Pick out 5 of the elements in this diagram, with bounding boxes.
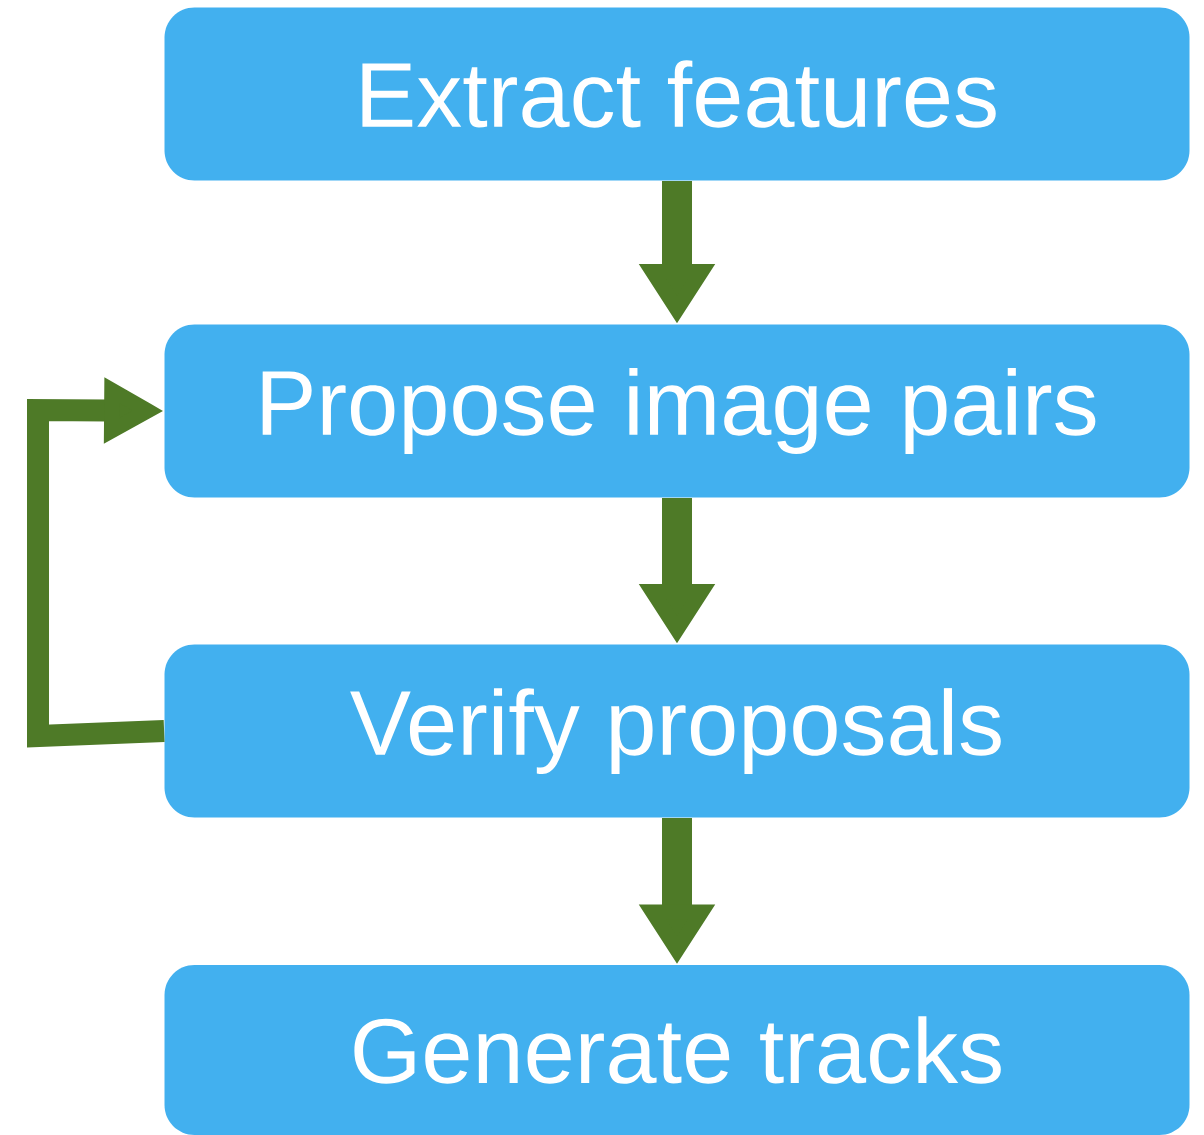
process-box: Propose image pairs <box>164 324 1190 498</box>
process-box: Verify proposals <box>164 644 1190 818</box>
process-box: Extract features <box>164 7 1190 181</box>
arrow <box>27 377 165 748</box>
process-box: Generate tracks <box>164 965 1190 1135</box>
